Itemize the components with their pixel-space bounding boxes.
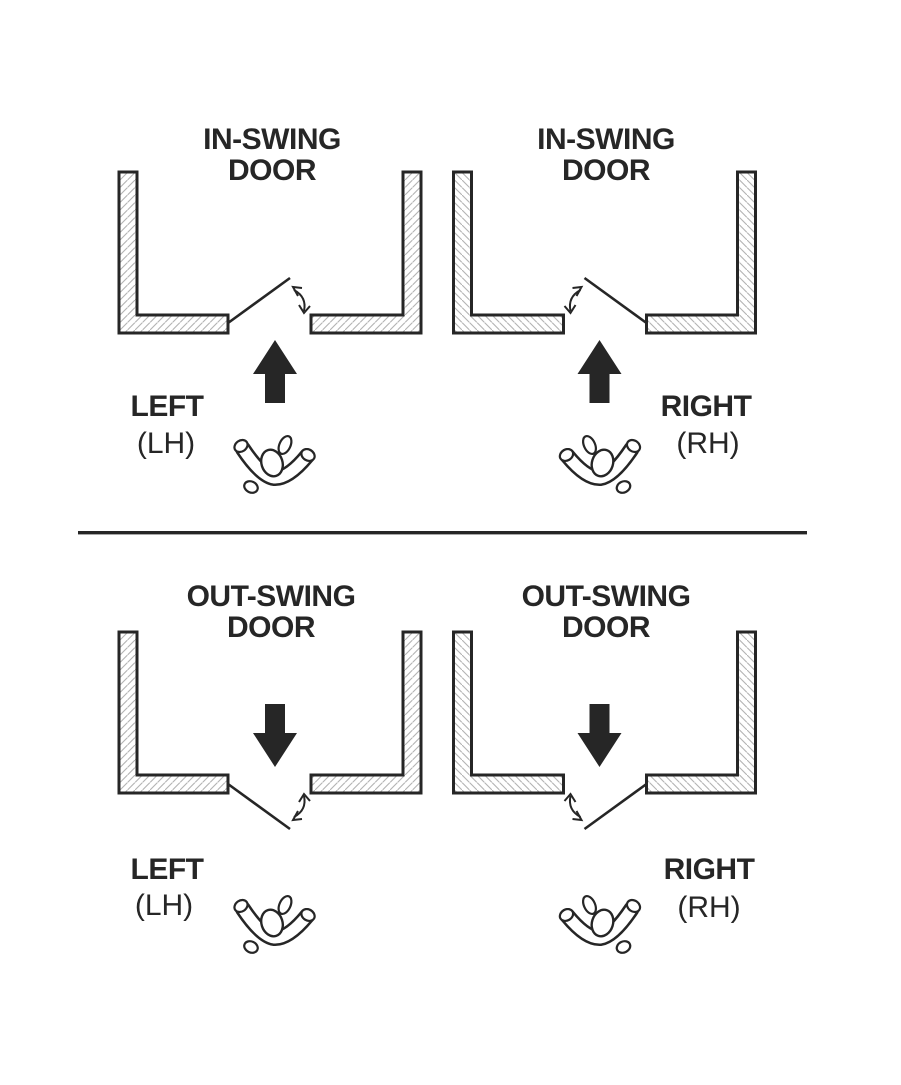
- hand-abbr-inswing-right: (RH): [676, 427, 740, 460]
- direction-arrow-icon-outswing-right: [577, 704, 622, 767]
- hand-label-inswing-right: RIGHT: [660, 390, 752, 423]
- wall-inswing-right: [452, 170, 757, 335]
- hand-abbr-outswing-left: (LH): [134, 889, 194, 922]
- hand-label-inswing-left: LEFT: [130, 390, 205, 423]
- title-outswing-left: OUT-SWING DOOR: [187, 581, 356, 643]
- door-leaf-and-swing-arc-icon-inswing-left: [226, 276, 312, 325]
- title-line1: IN-SWING: [537, 123, 675, 156]
- door-leaf-and-swing-arc-icon-outswing-left: [226, 782, 312, 831]
- title-inswing-left: IN-SWING DOOR: [203, 124, 341, 186]
- hand-abbr-outswing-right: (RH): [677, 891, 741, 924]
- title-line1: IN-SWING: [203, 123, 341, 156]
- title-outswing-right: OUT-SWING DOOR: [522, 581, 691, 643]
- direction-arrow-icon-outswing-left: [253, 704, 297, 767]
- hand-abbr-inswing-left: (LH): [136, 427, 196, 460]
- title-line2: DOOR: [226, 611, 315, 644]
- title-line2: DOOR: [562, 154, 650, 187]
- title-line1: OUT-SWING: [186, 580, 356, 613]
- direction-arrow-icon-inswing-left: [253, 340, 297, 403]
- title-inswing-right: IN-SWING DOOR: [537, 124, 675, 186]
- title-line2: DOOR: [228, 154, 316, 187]
- person-top-view-icon-outswing-left: [232, 894, 317, 955]
- hand-label-outswing-right: RIGHT: [663, 853, 755, 886]
- wall-inswing-left: [117, 170, 423, 335]
- door-leaf-and-swing-arc-icon-inswing-right: [563, 276, 648, 325]
- hand-label-outswing-left: LEFT: [130, 853, 205, 886]
- title-line1: OUT-SWING: [521, 580, 691, 613]
- person-top-view-icon-inswing-right: [558, 434, 643, 495]
- person-top-view-icon-outswing-right: [558, 894, 643, 955]
- door-leaf-and-swing-arc-icon-outswing-right: [563, 782, 648, 831]
- title-line2: DOOR: [561, 611, 650, 644]
- direction-arrow-icon-inswing-right: [577, 340, 622, 403]
- section-divider: [78, 531, 807, 535]
- person-top-view-icon-inswing-left: [232, 434, 317, 495]
